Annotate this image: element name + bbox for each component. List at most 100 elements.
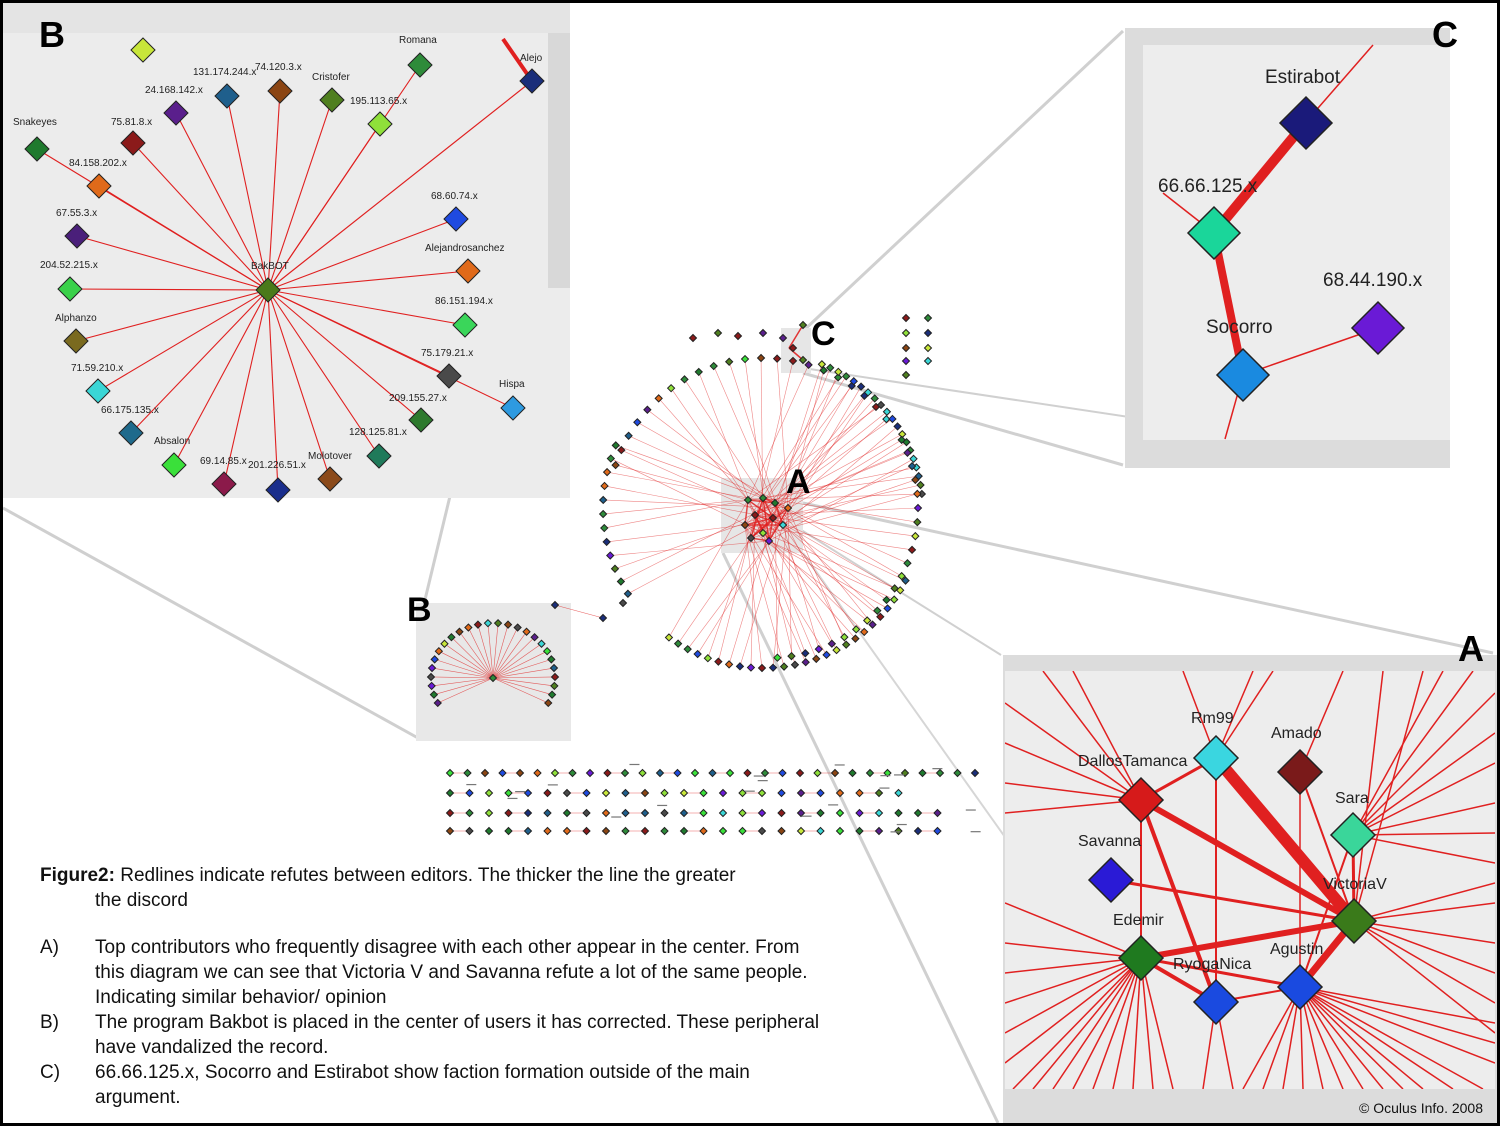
overview-edge [754, 507, 919, 516]
overview-node [788, 356, 798, 366]
overview-node [953, 768, 962, 778]
overview-tiny-label [828, 804, 839, 806]
overview-edge [744, 524, 806, 663]
panel-a-edge [1005, 702, 1142, 801]
overview-node [640, 808, 650, 818]
overview-node [783, 503, 793, 513]
overview-node [679, 788, 689, 798]
panel-b-node-label: 68.60.74.x [431, 191, 478, 202]
overview-node [621, 808, 630, 818]
panel-b-node [367, 111, 393, 137]
panel-a-node-label: RyogaNica [1173, 956, 1251, 973]
panel-b-node-label: Alejandrosanchez [425, 243, 505, 254]
overview-edge [744, 499, 749, 526]
overview-edge [772, 439, 902, 519]
panel-b-node [57, 276, 83, 302]
overview-node [827, 639, 837, 648]
overview-node [445, 826, 455, 836]
overview-edge [754, 514, 916, 537]
panel-a-node-label: Agustin [1270, 941, 1323, 958]
panel-a-edge [1140, 957, 1174, 1089]
overview-node [480, 768, 490, 778]
overview-node [740, 520, 750, 530]
panel-c-node-label: 66.66.125.x [1158, 176, 1258, 197]
overview-edge [707, 497, 764, 659]
overview-edge [782, 524, 820, 650]
overview-node [621, 826, 630, 836]
overview-edge [772, 517, 895, 589]
overview-node [835, 808, 845, 818]
panel-a-edge [1352, 671, 1444, 836]
overview-node [542, 646, 552, 656]
panel-c-node [1350, 300, 1406, 356]
overview-edge [492, 659, 552, 679]
overview-edge [762, 497, 918, 523]
overview-node [735, 662, 745, 671]
overview-edge [468, 627, 494, 679]
overview-node [725, 768, 735, 778]
overview-node [618, 598, 628, 608]
panel-b-node [452, 312, 478, 338]
overview-edge [620, 502, 776, 582]
caption-item-b: B)The program Bakbot is placed in the ce… [40, 1010, 830, 1060]
panel-a-node-label: Savanna [1078, 833, 1141, 850]
overview-node [504, 788, 513, 798]
panel-a-edge [1299, 986, 1495, 1044]
panel-a-edge [1139, 797, 1356, 924]
overview-tiny-label [932, 768, 943, 770]
overview-node [882, 407, 892, 416]
overview-edge [627, 507, 789, 594]
overview-node [826, 363, 835, 373]
figure-caption: Figure2: Redlines indicate refutes betwe… [40, 863, 830, 1110]
overview-edge [647, 409, 764, 499]
overview-tiny-label [894, 774, 905, 776]
overview-edge [431, 677, 494, 687]
overview-edge [754, 514, 881, 618]
overview-tiny-label [466, 783, 477, 786]
overview-edge [744, 524, 901, 591]
overview-edge [477, 624, 494, 679]
panel-c-node-label: Socorro [1206, 317, 1273, 338]
panel-c-edge [1242, 327, 1379, 376]
overview-edge [677, 537, 752, 644]
overview-node [434, 646, 444, 656]
overview-edge [750, 360, 794, 539]
overview-tiny-label [965, 809, 976, 811]
overview-node [598, 613, 608, 623]
panel-b-node-label: 195.113.65.x [350, 96, 407, 107]
panel-a-edge [1132, 957, 1142, 1089]
overview-node [562, 826, 572, 836]
overview-node [812, 654, 821, 664]
panel-b-node-label: Romana [399, 35, 437, 46]
panel-a-edge [1262, 986, 1301, 1089]
overview-node [817, 360, 827, 369]
overview-node [746, 663, 756, 672]
overview-node [660, 788, 669, 798]
overview-node [427, 681, 436, 691]
panel-b-hub-node [255, 277, 281, 303]
panel-c-edge [1210, 119, 1309, 237]
overview-node [830, 768, 840, 778]
overview-edge [487, 623, 494, 679]
overview-node [834, 367, 843, 377]
overview-node [445, 788, 455, 798]
overview-edge [747, 404, 882, 501]
caption-item-a: A)Top contributors who frequently disagr… [40, 935, 830, 1010]
overview-node [694, 367, 703, 377]
overview-edge [772, 507, 789, 668]
overview-node [918, 768, 927, 778]
overview-node [433, 698, 442, 708]
caption-list: A)Top contributors who frequently disagr… [40, 935, 830, 1110]
panel-b-node [443, 206, 469, 232]
overview-edge [603, 497, 764, 515]
caption-item-key: A) [40, 937, 59, 958]
overview-tiny-label [611, 816, 622, 818]
overview-edge [431, 676, 494, 679]
panel-a-edge [1299, 986, 1404, 1089]
overview-node [426, 672, 436, 682]
overview-edge [621, 449, 774, 519]
overview-node [598, 509, 608, 519]
overview-node [523, 788, 533, 798]
overview-node [876, 400, 886, 410]
